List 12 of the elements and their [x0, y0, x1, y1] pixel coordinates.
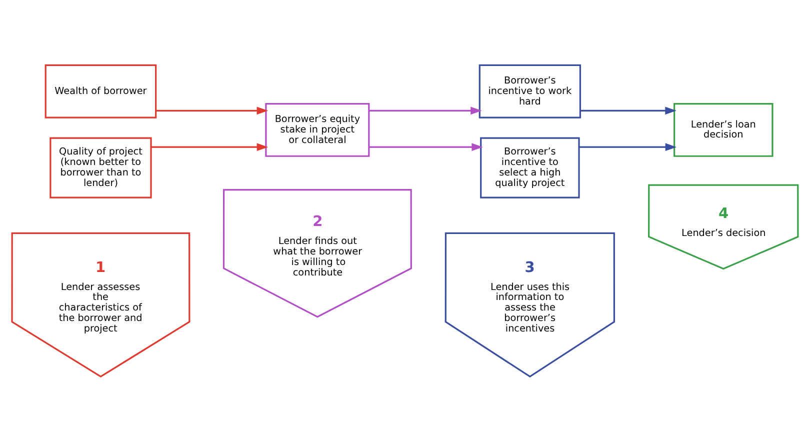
arrow [151, 142, 268, 151]
node-box: Lender’s loan decision [674, 102, 774, 156]
arrow [580, 106, 676, 114]
node-box: Borrower’s incentive to select a high quality project [480, 136, 580, 198]
node-box: Borrower’s incentive to work hard [478, 64, 582, 118]
node-box: Wealth of borrower [44, 64, 157, 118]
arrow [369, 142, 483, 151]
arrow [369, 106, 482, 114]
node-box: Borrower’s equity stake in project or collateral [265, 102, 370, 156]
node-box: Quality of project (known better to borrower than to lender) [50, 136, 152, 198]
arrow [156, 106, 268, 114]
arrow [579, 142, 677, 151]
